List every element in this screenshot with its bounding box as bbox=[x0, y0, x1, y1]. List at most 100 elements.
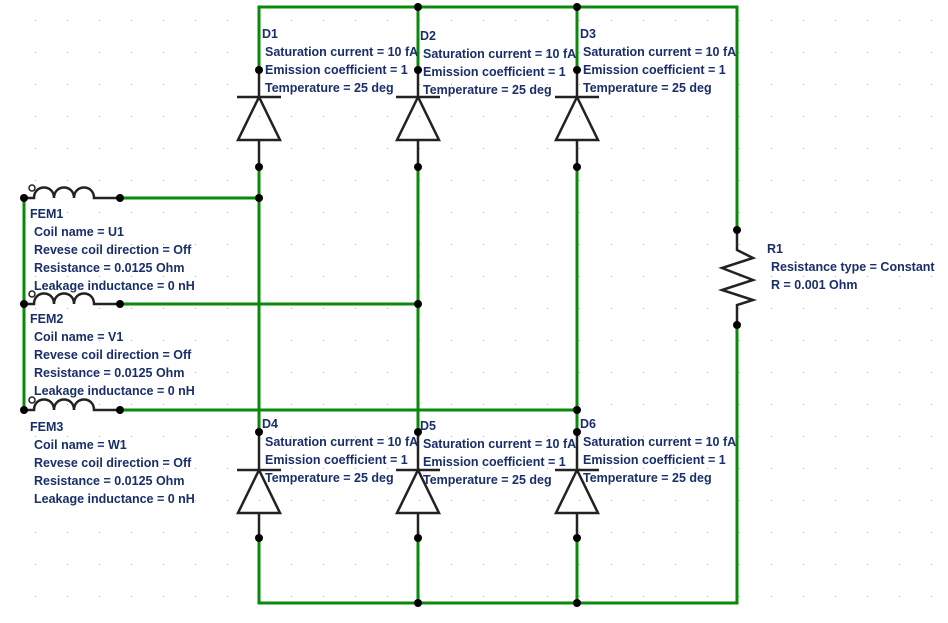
junction-node bbox=[733, 226, 741, 234]
grid-dot bbox=[931, 500, 932, 501]
diode-d1[interactable] bbox=[235, 70, 283, 167]
grid-dot bbox=[451, 276, 452, 277]
grid-dot bbox=[579, 276, 580, 277]
grid-dot bbox=[483, 20, 484, 21]
grid-dot bbox=[291, 276, 292, 277]
grid-dot bbox=[771, 212, 772, 213]
grid-dot bbox=[739, 436, 740, 437]
resistor-r1[interactable] bbox=[717, 230, 758, 325]
grid-dot bbox=[931, 212, 932, 213]
grid-dot bbox=[771, 20, 772, 21]
grid-dot bbox=[739, 148, 740, 149]
grid-dot bbox=[291, 372, 292, 373]
grid-dot bbox=[483, 148, 484, 149]
grid-dot bbox=[227, 340, 228, 341]
grid-dot bbox=[483, 404, 484, 405]
grid-dot bbox=[611, 564, 612, 565]
diode-d4[interactable] bbox=[235, 432, 283, 538]
component-name: FEM3 bbox=[30, 420, 64, 434]
grid-dot bbox=[323, 212, 324, 213]
grid-dot bbox=[483, 212, 484, 213]
grid-dot bbox=[931, 116, 932, 117]
component-parameter: Saturation current = 10 fA bbox=[583, 45, 737, 59]
grid-dot bbox=[931, 404, 932, 405]
grid-dot bbox=[227, 532, 228, 533]
grid-dot bbox=[131, 596, 132, 597]
grid-dot bbox=[867, 84, 868, 85]
grid-dot bbox=[163, 180, 164, 181]
grid-dot bbox=[675, 20, 676, 21]
diode-triangle-icon bbox=[235, 94, 283, 142]
grid-dot bbox=[547, 52, 548, 53]
grid-dot bbox=[35, 244, 36, 245]
grid-dot bbox=[515, 372, 516, 373]
coil-fem3[interactable] bbox=[24, 396, 120, 412]
coil-fem1[interactable] bbox=[24, 184, 120, 200]
grid-dot bbox=[227, 436, 228, 437]
grid-dot bbox=[515, 212, 516, 213]
grid-dot bbox=[131, 308, 132, 309]
coil-polarity-dot-icon bbox=[28, 184, 36, 192]
grid-dot bbox=[195, 596, 196, 597]
junction-node bbox=[573, 406, 581, 414]
grid-dot bbox=[899, 564, 900, 565]
grid-dot bbox=[739, 116, 740, 117]
grid-dot bbox=[67, 212, 68, 213]
grid-dot bbox=[835, 84, 836, 85]
grid-dot bbox=[35, 52, 36, 53]
junction-node bbox=[20, 194, 28, 202]
grid-dot bbox=[227, 180, 228, 181]
grid-dot bbox=[355, 180, 356, 181]
coil-winding-icon bbox=[24, 292, 120, 306]
grid-dot bbox=[387, 180, 388, 181]
junction-node bbox=[414, 599, 422, 607]
grid-dot bbox=[99, 84, 100, 85]
grid-dot bbox=[547, 148, 548, 149]
grid-dot bbox=[483, 116, 484, 117]
grid-dot bbox=[515, 148, 516, 149]
grid-dot bbox=[579, 596, 580, 597]
wire-top-rail[interactable] bbox=[257, 5, 739, 230]
grid-dot bbox=[771, 84, 772, 85]
diode-d6[interactable] bbox=[553, 432, 601, 538]
grid-dot bbox=[387, 532, 388, 533]
grid-dot bbox=[131, 500, 132, 501]
grid-dot bbox=[643, 84, 644, 85]
grid-dot bbox=[579, 340, 580, 341]
diode-d3[interactable] bbox=[553, 70, 601, 167]
grid-dot bbox=[547, 436, 548, 437]
wire-bottom-rail[interactable] bbox=[257, 325, 739, 605]
grid-dot bbox=[579, 148, 580, 149]
grid-dot bbox=[483, 468, 484, 469]
diode-d2[interactable] bbox=[394, 70, 442, 167]
grid-dot bbox=[931, 436, 932, 437]
grid-dot bbox=[99, 500, 100, 501]
grid-dot bbox=[931, 532, 932, 533]
grid-dot bbox=[739, 84, 740, 85]
grid-dot bbox=[867, 148, 868, 149]
grid-dot bbox=[35, 372, 36, 373]
grid-dot bbox=[291, 436, 292, 437]
grid-dot bbox=[899, 244, 900, 245]
grid-dot bbox=[899, 212, 900, 213]
grid-dot bbox=[899, 404, 900, 405]
grid-dot bbox=[67, 596, 68, 597]
grid-dot bbox=[611, 180, 612, 181]
grid-dot bbox=[259, 500, 260, 501]
grid-dot bbox=[643, 372, 644, 373]
grid-dot bbox=[67, 20, 68, 21]
grid-dot bbox=[291, 180, 292, 181]
grid-dot bbox=[771, 52, 772, 53]
grid-dot bbox=[195, 20, 196, 21]
grid-dot bbox=[355, 564, 356, 565]
grid-dot bbox=[451, 148, 452, 149]
grid-dot bbox=[355, 212, 356, 213]
grid-dot bbox=[67, 244, 68, 245]
coil-fem2[interactable] bbox=[24, 290, 120, 306]
grid-dot bbox=[291, 148, 292, 149]
grid-dot bbox=[547, 596, 548, 597]
grid-dot bbox=[387, 244, 388, 245]
diode-d5[interactable] bbox=[394, 432, 442, 538]
grid-dot bbox=[131, 212, 132, 213]
